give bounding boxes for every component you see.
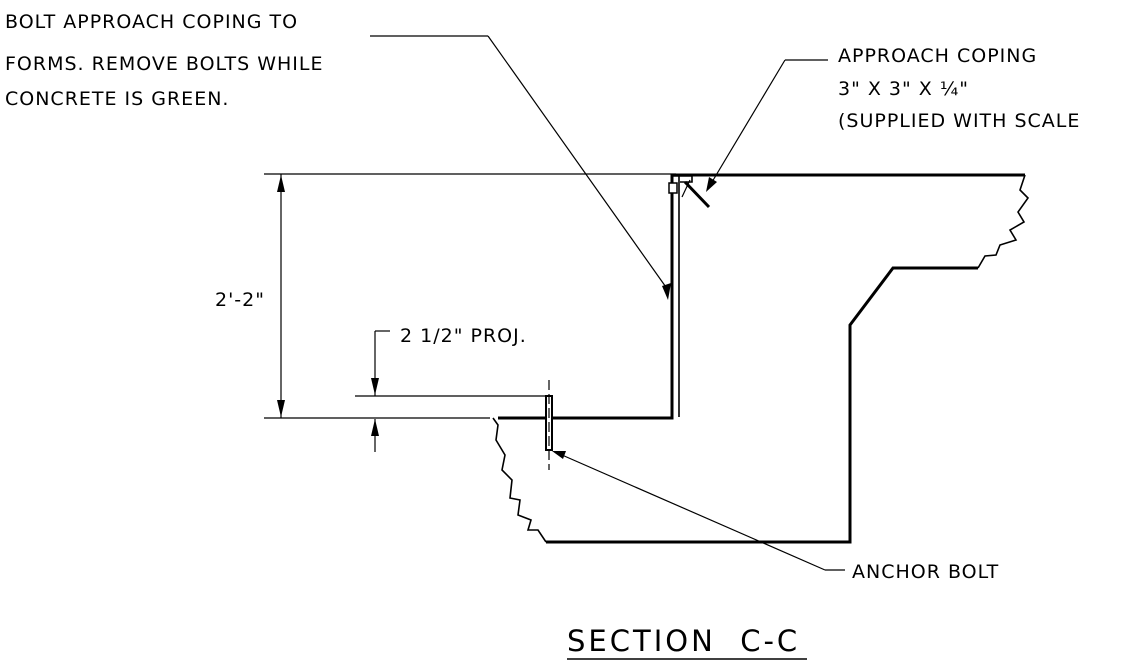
height-arrow-bottom [277,400,285,417]
bolt-note: BOLT APPROACH COPING TO FORMS. REMOVE BO… [5,11,323,110]
projection-arrow-top [371,378,379,395]
anchor-leader-arrowhead [552,451,566,459]
section-title: SECTION C-C [567,624,807,660]
bolt-leader-arrowhead [662,283,671,300]
height-arrow-top [277,175,285,192]
height-dimension [264,173,676,419]
height-dimension-label: 2'-2" [215,289,265,311]
section-title-text: SECTION C-C [567,624,800,658]
bolt-note-line-3: CONCRETE IS GREEN. [5,88,229,110]
coping-bolt-head [668,182,678,194]
bolt-note-line-2: FORMS. REMOVE BOLTS WHILE [5,53,323,75]
coping-note: APPROACH COPING 3" X 3" X ¼" (SUPPLIED W… [838,45,1080,132]
coping-note-line-2: 3" X 3" X ¼" [838,78,969,100]
coping-note-line-3: (SUPPLIED WITH SCALE [838,110,1080,132]
concrete-section-outline [492,173,1030,544]
coping-leader-arrowhead [706,177,717,192]
leader-lines [370,35,845,571]
bolt-note-line-1: BOLT APPROACH COPING TO [5,11,298,33]
anchor-bolt [545,380,553,470]
anchor-bolt-note: ANCHOR BOLT [852,561,999,583]
approach-coping-angle [668,175,711,209]
projection-dimension [355,330,548,452]
projection-arrow-bottom [371,419,379,436]
coping-note-line-1: APPROACH COPING [838,45,1037,67]
projection-dimension-label: 2 1/2" PROJ. [400,325,527,347]
